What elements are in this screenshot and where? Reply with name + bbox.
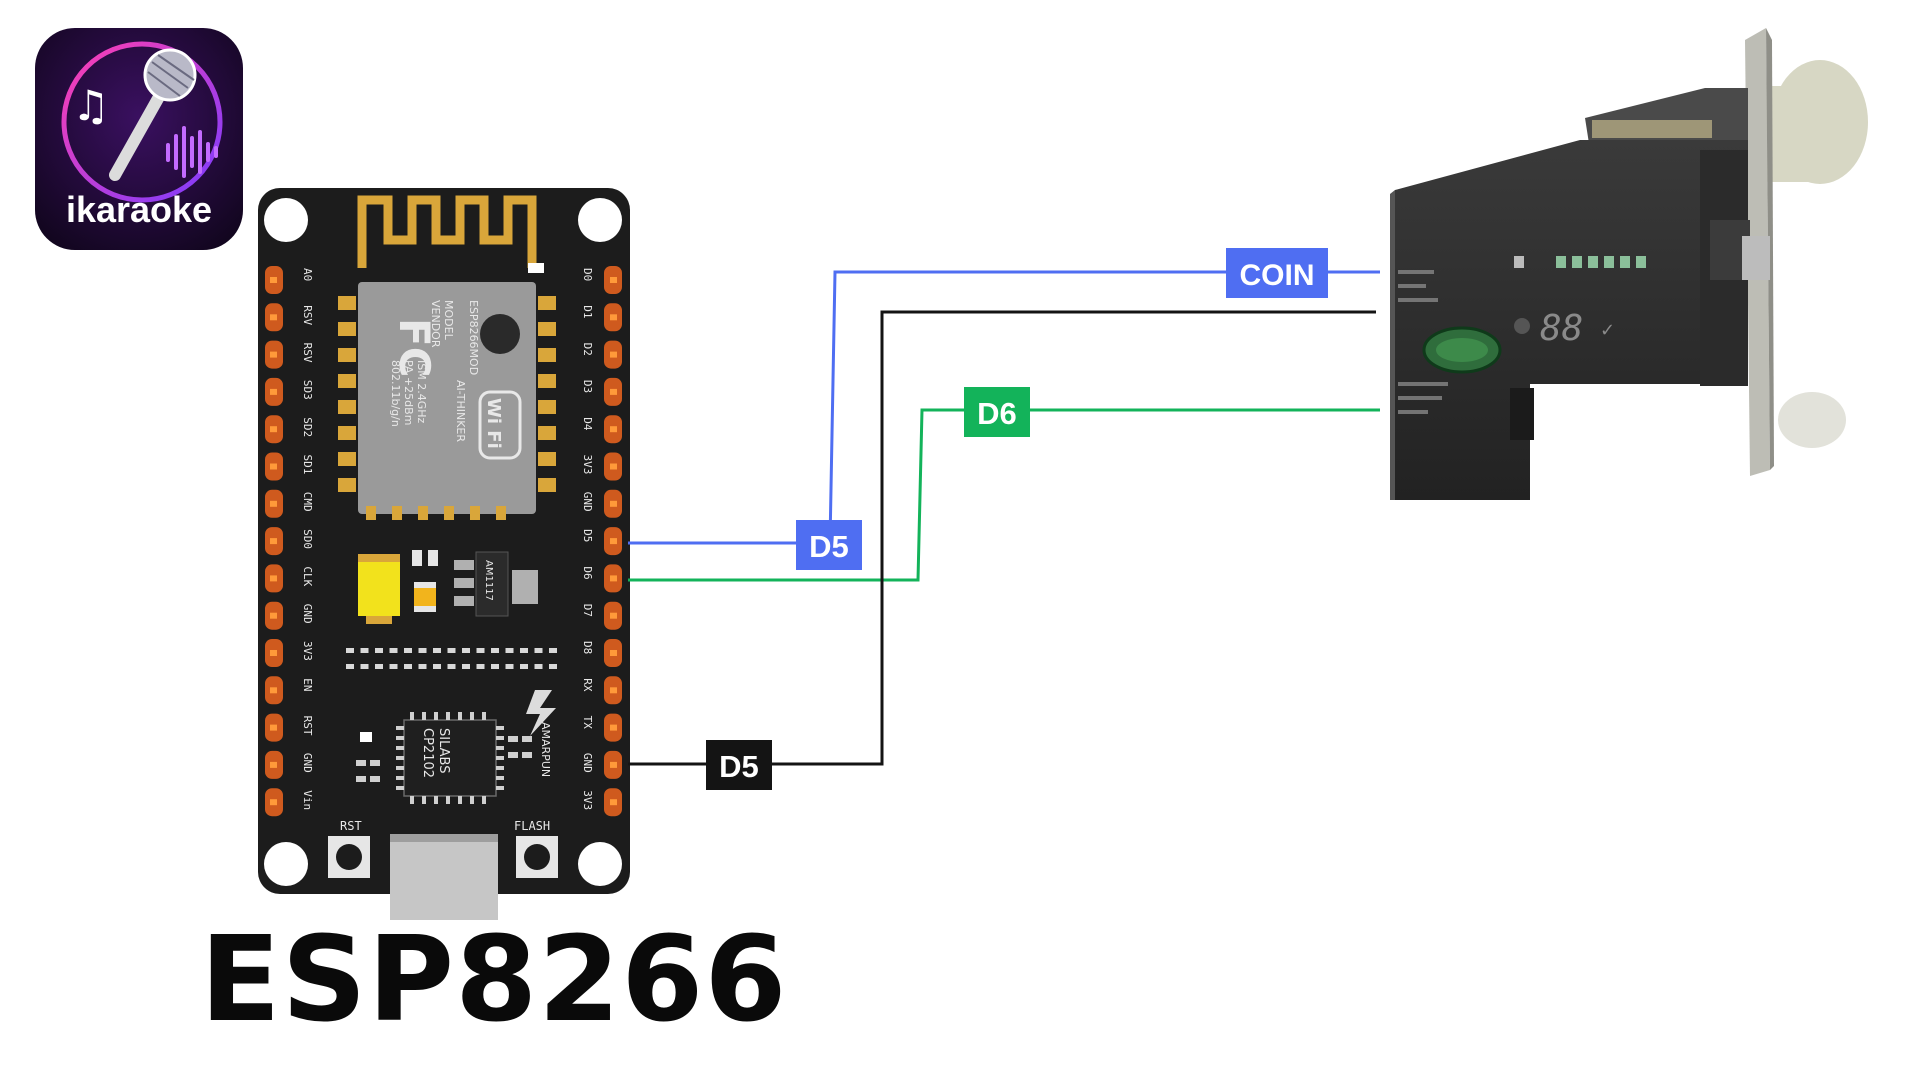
svg-text:AM1117: AM1117 bbox=[483, 560, 494, 601]
pin-label: SD0 bbox=[301, 529, 314, 549]
wire-ground bbox=[628, 310, 1376, 766]
pin-label: SD3 bbox=[301, 380, 314, 400]
svg-text:♫: ♫ bbox=[72, 81, 110, 130]
svg-text:COIN: COIN bbox=[1240, 259, 1315, 292]
ai-thinker-logo bbox=[480, 314, 520, 354]
svg-text:802.11b/g/n: 802.11b/g/n bbox=[389, 360, 402, 427]
voltage-regulator: AM1117 bbox=[454, 551, 538, 617]
logo-text: ikaraoke bbox=[66, 189, 212, 230]
indicator-leds bbox=[1514, 256, 1646, 268]
esp8266-board: FC MODEL VENDOR ESP8266MOD AI-THINKER IS… bbox=[258, 188, 630, 920]
svg-text:SILABS: SILABS bbox=[436, 728, 451, 773]
pin-label: CLK bbox=[301, 566, 314, 586]
mounting-hole bbox=[578, 842, 622, 886]
pin-label: D2 bbox=[581, 343, 594, 356]
wire-label-d5-black: D5 bbox=[706, 740, 772, 790]
svg-text:ISM 2.4GHz: ISM 2.4GHz bbox=[415, 360, 428, 424]
pin-label: TX bbox=[581, 716, 594, 730]
rst-label: RST bbox=[340, 819, 362, 833]
pin-label: D6 bbox=[581, 566, 594, 579]
module-label-text: MODEL VENDOR ESP8266MOD AI-THINKER ISM 2… bbox=[389, 300, 480, 442]
pin-label: SD2 bbox=[301, 417, 314, 437]
pin-label: GND bbox=[581, 753, 594, 773]
seven-segment-display: 88 ✓ bbox=[1514, 308, 1615, 349]
pin-label: D7 bbox=[581, 604, 594, 617]
ikaraoke-logo: ♫ ikaraoke bbox=[35, 28, 243, 250]
pin-label: D4 bbox=[581, 417, 594, 431]
svg-text:PA +25dBm: PA +25dBm bbox=[402, 360, 415, 425]
pin-label: GND bbox=[301, 753, 314, 773]
smd-pads bbox=[346, 648, 557, 669]
usb-serial-chip: SILABS CP2102 bbox=[403, 719, 497, 797]
pin-label: RST bbox=[301, 716, 314, 736]
pin-label: GND bbox=[301, 604, 314, 624]
pin-label: RSV bbox=[301, 343, 314, 363]
svg-text:MODEL: MODEL bbox=[442, 300, 455, 341]
pin-label: CMD bbox=[301, 492, 314, 512]
pin-label: Vin bbox=[301, 790, 314, 810]
tantalum-capacitor bbox=[358, 554, 400, 616]
svg-text:88: 88 bbox=[1540, 308, 1583, 349]
small-capacitor bbox=[414, 582, 436, 612]
wire-label-coin: COIN bbox=[1226, 248, 1328, 298]
pin-label: D1 bbox=[581, 305, 594, 318]
coin-acceptor: 88 ✓ bbox=[1390, 28, 1868, 500]
wifi-logo: Wi Fi bbox=[478, 390, 522, 460]
wire-label-d5-blue: D5 bbox=[796, 520, 862, 570]
pin-label: 3V3 bbox=[581, 790, 594, 810]
sound-wave-icon bbox=[166, 126, 218, 178]
svg-text:CP2102: CP2102 bbox=[420, 728, 435, 778]
pin-label: 3V3 bbox=[581, 455, 594, 475]
lightning-icon bbox=[526, 690, 556, 736]
music-note-icon: ♫ bbox=[72, 81, 110, 130]
pin-label: D0 bbox=[581, 268, 594, 281]
svg-text:AI-THINKER: AI-THINKER bbox=[454, 380, 467, 442]
left-header-pins bbox=[265, 266, 283, 817]
microphone-icon bbox=[109, 48, 197, 181]
svg-text:D5: D5 bbox=[719, 749, 759, 784]
micro-usb-connector bbox=[390, 834, 498, 920]
pin-label: EN bbox=[301, 678, 314, 691]
pin-label: D8 bbox=[581, 641, 594, 654]
pin-label: GND bbox=[581, 492, 594, 512]
pin-label: RX bbox=[581, 678, 594, 692]
pin-label: D5 bbox=[581, 529, 594, 542]
right-header-pins bbox=[604, 266, 622, 817]
pcb-antenna bbox=[357, 195, 537, 268]
mounting-hole bbox=[264, 198, 308, 242]
wire-d6-signal bbox=[628, 408, 1380, 582]
svg-text:✓: ✓ bbox=[1600, 320, 1615, 341]
brand-label: AMARPUN bbox=[539, 722, 552, 777]
wire-coin-signal bbox=[628, 270, 1380, 545]
wire-label-d6: D6 bbox=[964, 387, 1030, 437]
rst-button[interactable] bbox=[328, 836, 370, 878]
svg-text:ESP8266MOD: ESP8266MOD bbox=[467, 300, 480, 375]
svg-text:Wi Fi: Wi Fi bbox=[483, 398, 504, 449]
flash-label: FLASH bbox=[514, 819, 550, 833]
fcc-logo: FC bbox=[390, 318, 439, 378]
pin-label: A0 bbox=[301, 268, 314, 281]
module-pads bbox=[338, 296, 556, 520]
pin-label: SD1 bbox=[301, 455, 314, 475]
pin-label: RSV bbox=[301, 305, 314, 325]
svg-text:D6: D6 bbox=[977, 396, 1017, 431]
svg-text:VENDOR: VENDOR bbox=[429, 300, 442, 348]
board-title: ESP8266 bbox=[200, 910, 788, 1048]
pin-label: 3V3 bbox=[301, 641, 314, 661]
mounting-hole bbox=[264, 842, 308, 886]
svg-text:D5: D5 bbox=[809, 529, 849, 564]
pin-label: D3 bbox=[581, 380, 594, 393]
flash-button[interactable] bbox=[516, 836, 558, 878]
mounting-hole bbox=[578, 198, 622, 242]
